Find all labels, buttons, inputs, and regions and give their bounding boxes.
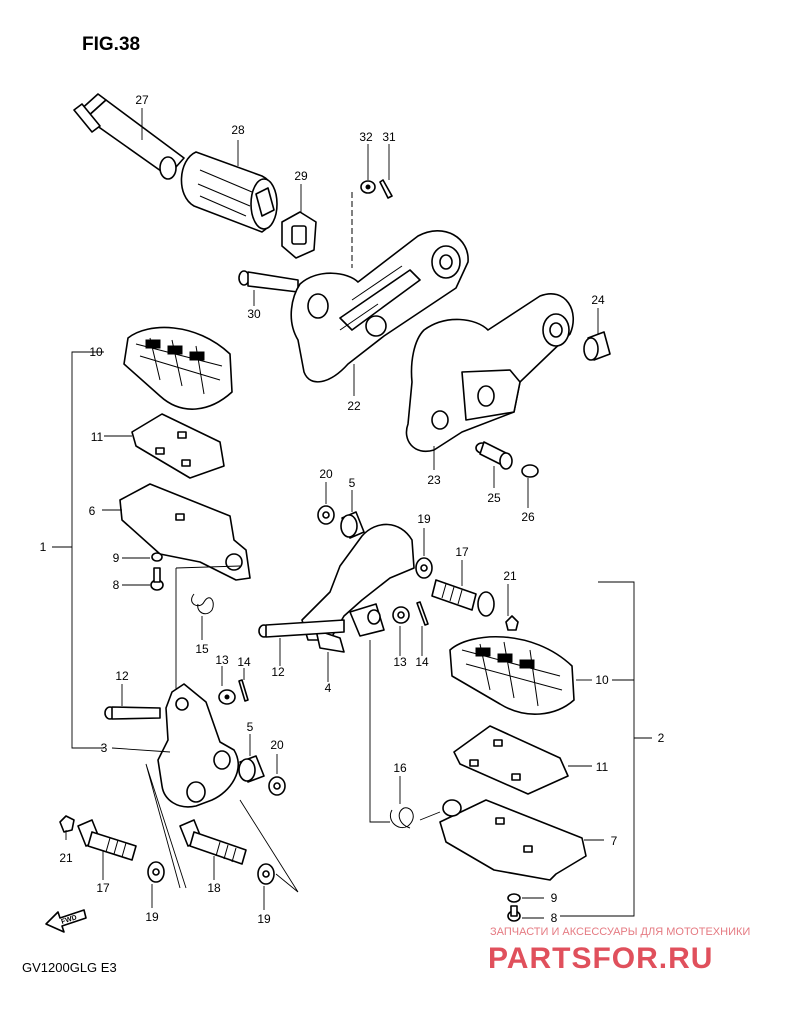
callout-22: 22 [347, 399, 361, 413]
callout-labels: 27 28 29 32 31 30 22 24 23 25 26 10 11 1… [40, 93, 665, 926]
part-19-washer-left-b [257, 863, 275, 885]
callout-27: 27 [135, 93, 149, 107]
part-9-washer-left [151, 552, 163, 562]
callout-21-center: 21 [503, 569, 517, 583]
part-5-bushing-left [238, 755, 265, 783]
callout-14-left: 14 [237, 655, 251, 669]
part-20-washer-center [317, 505, 335, 525]
callout-11-right: 11 [596, 760, 609, 774]
part-10-footrest-rubber-left [123, 326, 233, 410]
callout-26: 26 [521, 510, 535, 524]
callout-30: 30 [247, 307, 261, 321]
part-30-bolt [238, 270, 299, 293]
part-8-screw-left [150, 567, 164, 591]
part-5-bushing-center [340, 511, 365, 539]
part-27-pivot-shaft [73, 93, 185, 180]
callout-5-center: 5 [349, 476, 356, 490]
part-22-footrest-bracket [290, 230, 469, 383]
part-17-bolt-left [77, 819, 137, 861]
callout-9-left: 9 [113, 551, 120, 565]
part-6-footrest-left [119, 483, 251, 581]
part-3-footrest-bracket-left [157, 683, 239, 808]
part-11-plate-right [453, 725, 569, 795]
callout-17-left: 17 [96, 881, 110, 895]
callout-19-left-b: 19 [257, 912, 271, 926]
callout-10-left: 10 [89, 345, 103, 359]
watermark-tagline: ЗАПЧАСТИ И АКСЕССУАРЫ ДЛЯ МОТОТЕХНИКИ [490, 926, 750, 938]
part-4-footrest-bracket-right [301, 523, 415, 653]
part-18-bolt-left [179, 819, 247, 865]
callout-21-left: 21 [59, 851, 73, 865]
callout-28: 28 [231, 123, 245, 137]
callout-10-right: 10 [595, 673, 609, 687]
callout-13-left: 13 [215, 653, 229, 667]
part-16-spring-center [390, 807, 414, 829]
callout-18: 18 [207, 881, 221, 895]
model-code: GV1200GLG E3 [22, 960, 117, 975]
callout-1: 1 [40, 540, 47, 554]
part-17-bolt-center [431, 579, 495, 617]
fwd-arrow-icon: FWD [45, 909, 87, 933]
part-25-bolt [475, 441, 513, 470]
figure-title: FIG.38 [82, 34, 140, 55]
callout-24: 24 [591, 293, 605, 307]
part-10-footrest-rubber-right [449, 635, 575, 715]
callout-29: 29 [294, 169, 308, 183]
watermark-brand: PARTSFOR.RU [488, 942, 713, 975]
watermark: ЗАПЧАСТИ И АКСЕССУАРЫ ДЛЯ МОТОТЕХНИКИ PA… [488, 926, 750, 975]
callout-13-center: 13 [393, 655, 407, 669]
part-19-washer-left-a [147, 861, 165, 883]
part-13-washer-left [218, 689, 236, 705]
callout-2: 2 [658, 731, 665, 745]
part-9-washer-right [507, 893, 521, 903]
callout-20-left: 20 [270, 738, 284, 752]
part-21-nut-left [59, 815, 75, 833]
part-8-screw-right [507, 905, 521, 922]
part-23-footrest-bracket [405, 293, 575, 453]
callout-25: 25 [487, 491, 501, 505]
callout-17-center: 17 [455, 545, 469, 559]
fwd-label: FWD [60, 914, 77, 926]
callout-20-center: 20 [319, 467, 333, 481]
callout-31: 31 [382, 130, 396, 144]
callout-16: 16 [393, 761, 407, 775]
callout-5-left: 5 [247, 720, 254, 734]
part-14-cotter-pin-left [238, 679, 249, 702]
callout-8-right: 8 [551, 911, 558, 925]
callout-6: 6 [89, 504, 96, 518]
callout-12-center: 12 [271, 665, 285, 679]
part-29-collar [281, 211, 317, 259]
part-7-footrest-right [439, 799, 587, 881]
callout-14-center: 14 [415, 655, 429, 669]
part-20-washer-left [268, 776, 286, 796]
callout-19-left-a: 19 [145, 910, 159, 924]
callout-11-left: 11 [91, 430, 104, 444]
callout-3: 3 [101, 741, 108, 755]
part-28-footrest-rubber [180, 151, 278, 233]
part-24-collar [583, 331, 611, 361]
callout-8-left: 8 [113, 578, 120, 592]
part-13-washer-center [392, 606, 410, 624]
part-21-nut-center [505, 615, 519, 631]
callout-19-center: 19 [417, 512, 431, 526]
part-31-cotter-pin [379, 179, 393, 199]
callout-9-right: 9 [551, 891, 558, 905]
callout-7: 7 [611, 834, 618, 848]
callout-15: 15 [195, 642, 209, 656]
part-12-pin-left [104, 706, 161, 720]
callout-23: 23 [427, 473, 441, 487]
part-14-cotter-pin-center [416, 601, 429, 626]
leader-lines [52, 108, 652, 919]
callout-12-left: 12 [115, 669, 129, 683]
callout-4: 4 [325, 681, 332, 695]
part-26-cap [521, 464, 539, 478]
part-11-plate-left [131, 413, 225, 479]
part-19-washer-center [415, 557, 433, 579]
part-15-spring-left [191, 593, 214, 615]
callout-32: 32 [359, 130, 373, 144]
part-12-pin-center [258, 619, 345, 638]
part-32-washer [360, 180, 376, 194]
